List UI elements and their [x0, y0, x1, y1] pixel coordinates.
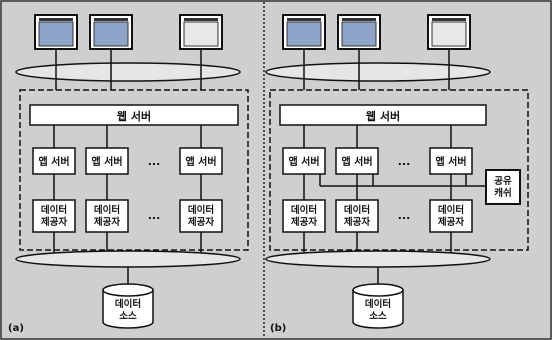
data-provider-label-line: 데이터 [41, 204, 67, 216]
network-ellipse-bottom [266, 251, 490, 267]
data-provider-label-line: 제공자 [344, 216, 370, 228]
web-server-label: 웹 서버 [366, 109, 400, 123]
app-server-label: 앱 서버 [341, 155, 372, 168]
ellipsis: ... [148, 155, 161, 168]
client-monitor-icon [283, 15, 325, 49]
data-provider-label-line: 제공자 [438, 216, 464, 228]
ellipsis: ... [398, 155, 411, 168]
client-monitor-icon [90, 15, 132, 49]
panel-caption: (b) [270, 323, 286, 334]
shared-cache-label-line: 공유 [494, 176, 512, 187]
client-monitor-icon [35, 15, 77, 49]
data-provider-label-line: 데이터 [94, 204, 120, 216]
network-ellipse-top [266, 63, 490, 81]
data-provider-label-line: 제공자 [291, 216, 317, 228]
shared-cache-label-line: 캐쉬 [494, 187, 511, 199]
ellipsis: ... [398, 209, 411, 222]
data-source-label-line: 소스 [119, 311, 137, 322]
client-monitor-icon [180, 15, 222, 49]
network-ellipse-bottom [16, 251, 240, 267]
ellipsis: ... [148, 209, 161, 222]
data-source-label-line: 데이터 [115, 298, 141, 310]
app-server-label: 앱 서버 [435, 155, 466, 168]
data-source-label-line: 소스 [369, 311, 387, 322]
panel-caption: (a) [8, 323, 24, 334]
app-server-label: 앱 서버 [288, 155, 319, 168]
app-server-label: 앱 서버 [91, 155, 122, 168]
data-provider-label-line: 제공자 [41, 216, 67, 228]
data-provider-label-line: 데이터 [188, 204, 214, 216]
data-source-label-line: 데이터 [365, 298, 391, 310]
network-ellipse-top [16, 63, 240, 81]
data-provider-label-line: 데이터 [438, 204, 464, 216]
data-provider-label-line: 제공자 [188, 216, 214, 228]
client-monitor-icon [338, 15, 380, 49]
data-provider-label-line: 데이터 [291, 204, 317, 216]
data-provider-label-line: 제공자 [94, 216, 120, 228]
app-server-label: 앱 서버 [185, 155, 216, 168]
data-provider-label-line: 데이터 [344, 204, 370, 216]
app-server-label: 앱 서버 [38, 155, 69, 168]
web-server-label: 웹 서버 [117, 109, 151, 123]
client-monitor-icon [428, 15, 470, 49]
